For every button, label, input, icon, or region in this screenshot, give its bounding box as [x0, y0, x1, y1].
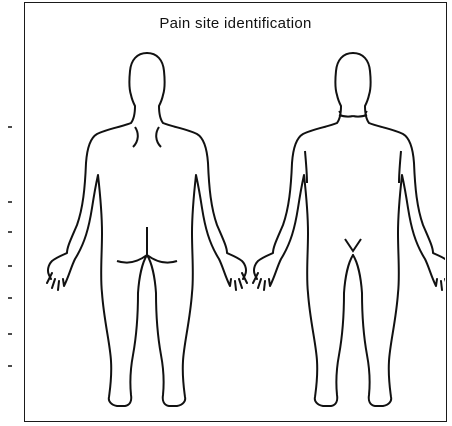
left-margin-ticks [0, 0, 24, 426]
body-back-figure [47, 53, 247, 406]
diagram-frame: Pain site identification [24, 2, 447, 422]
body-outlines [25, 3, 445, 419]
body-front-figure [253, 53, 445, 406]
